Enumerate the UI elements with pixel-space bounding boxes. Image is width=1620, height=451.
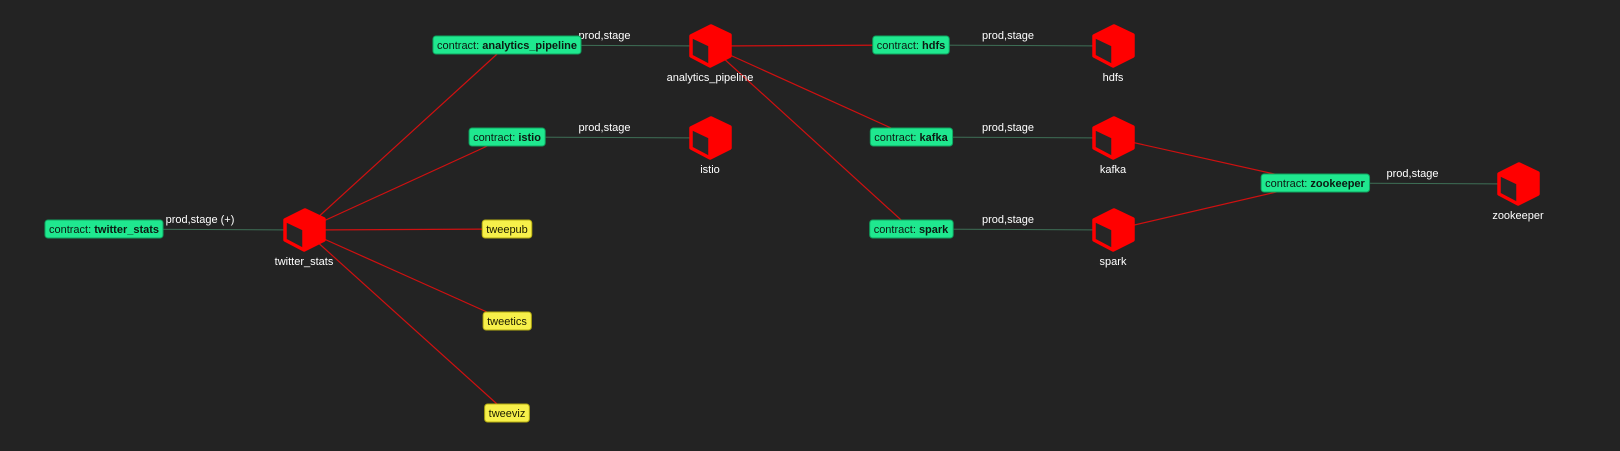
- contract-label: contract: hdfs: [877, 40, 945, 52]
- dependency-edge-twitter_stats-c_istio: [303, 136, 508, 231]
- service-label: kafka: [1100, 164, 1127, 176]
- contract-node-spark[interactable]: contract: spark: [869, 219, 954, 239]
- contract-name: spark: [919, 224, 949, 236]
- contract-prefix: contract:: [874, 132, 919, 144]
- service-node-spark[interactable]: spark: [1092, 208, 1135, 268]
- contract-env-label: prod,stage: [579, 30, 631, 42]
- contract-label: contract: twitter_stats: [49, 224, 159, 236]
- contract-box: [872, 35, 950, 55]
- contract-name: analytics_pipeline: [482, 40, 577, 52]
- component-node-tweetics[interactable]: tweetics: [482, 311, 532, 331]
- cube-icon: [689, 24, 732, 68]
- contract-env-label: prod,stage: [982, 122, 1034, 134]
- contract-node-twitter_stats[interactable]: contract: twitter_stats: [44, 219, 164, 239]
- component-label: tweepub: [486, 224, 528, 236]
- contract-name: twitter_stats: [94, 224, 159, 236]
- cube-icon: [283, 208, 326, 252]
- contract-node-kafka[interactable]: contract: kafka: [869, 127, 954, 147]
- contract-name: hdfs: [922, 40, 945, 52]
- contract-env-label: prod,stage: [982, 214, 1034, 226]
- dependency-edge-twitter_stats-c_analytics_pipeline: [303, 44, 508, 231]
- contract-prefix: contract:: [877, 40, 922, 52]
- service-node-istio[interactable]: istio: [689, 116, 732, 176]
- service-label: twitter_stats: [275, 256, 334, 268]
- service-node-twitter_stats[interactable]: twitter_stats: [275, 208, 334, 268]
- contract-prefix: contract:: [473, 132, 518, 144]
- contract-node-zookeeper[interactable]: contract: zookeeper: [1260, 173, 1371, 193]
- cube-icon: [689, 116, 732, 160]
- dependency-edge-twitter_stats-tweepub: [303, 228, 508, 231]
- component-node-tweeviz[interactable]: tweeviz: [484, 403, 530, 423]
- contract-name: kafka: [920, 132, 949, 144]
- contract-env-label: prod,stage: [982, 30, 1034, 42]
- contract-box: [432, 35, 582, 55]
- service-label: istio: [700, 164, 720, 176]
- contract-box: [869, 219, 954, 239]
- component-label: tweetics: [487, 316, 527, 328]
- cube-icon: [1092, 116, 1135, 160]
- contract-label: contract: spark: [874, 224, 949, 236]
- contract-prefix: contract:: [1265, 178, 1310, 190]
- nodes-layer: prod,stage (+) prod,stage prod,stage prod,s…: [44, 24, 1544, 423]
- dependency-edge-twitter_stats-tweeviz: [303, 229, 508, 414]
- contract-prefix: contract:: [49, 224, 94, 236]
- component-box: [481, 219, 533, 239]
- contract-box: [468, 127, 546, 147]
- component-box: [482, 311, 532, 331]
- cube-icon: [1092, 208, 1135, 252]
- contract-node-hdfs[interactable]: contract: hdfs: [872, 35, 950, 55]
- dependency-edge-twitter_stats-tweetics: [303, 229, 508, 322]
- contract-name: zookeeper: [1310, 178, 1365, 190]
- service-node-zookeeper[interactable]: zookeeper: [1492, 162, 1544, 222]
- contract-node-istio[interactable]: contract: istio: [468, 127, 546, 147]
- contract-prefix: contract:: [874, 224, 919, 236]
- component-label: tweeviz: [489, 408, 526, 420]
- contract-name: istio: [518, 132, 541, 144]
- contract-box: [869, 127, 954, 147]
- service-label: analytics_pipeline: [667, 72, 754, 84]
- contract-label: contract: istio: [473, 132, 541, 144]
- contract-env-label: prod,stage: [1387, 168, 1439, 180]
- contract-node-analytics_pipeline[interactable]: contract: analytics_pipeline: [432, 35, 582, 55]
- contract-label: contract: analytics_pipeline: [437, 40, 577, 52]
- contract-box: [44, 219, 164, 239]
- contract-env-label: prod,stage: [579, 122, 631, 134]
- component-node-tweepub[interactable]: tweepub: [481, 219, 533, 239]
- service-node-kafka[interactable]: kafka: [1092, 116, 1135, 176]
- contract-label: contract: kafka: [874, 132, 948, 144]
- service-label: spark: [1100, 256, 1127, 268]
- service-node-hdfs[interactable]: hdfs: [1092, 24, 1135, 84]
- contract-prefix: contract:: [437, 40, 482, 52]
- component-box: [484, 403, 530, 423]
- contract-box: [1260, 173, 1371, 193]
- dependency-edge-analytics_pipeline-c_spark: [709, 45, 912, 230]
- service-label: zookeeper: [1492, 210, 1544, 222]
- cube-icon: [1497, 162, 1540, 206]
- contract-label: contract: zookeeper: [1265, 178, 1365, 190]
- service-label: hdfs: [1103, 72, 1124, 84]
- dependency-edge-analytics_pipeline-c_kafka: [709, 45, 912, 138]
- cube-icon: [1092, 24, 1135, 68]
- contract-env-label: prod,stage (+): [166, 214, 235, 226]
- service-node-analytics_pipeline[interactable]: analytics_pipeline: [667, 24, 754, 84]
